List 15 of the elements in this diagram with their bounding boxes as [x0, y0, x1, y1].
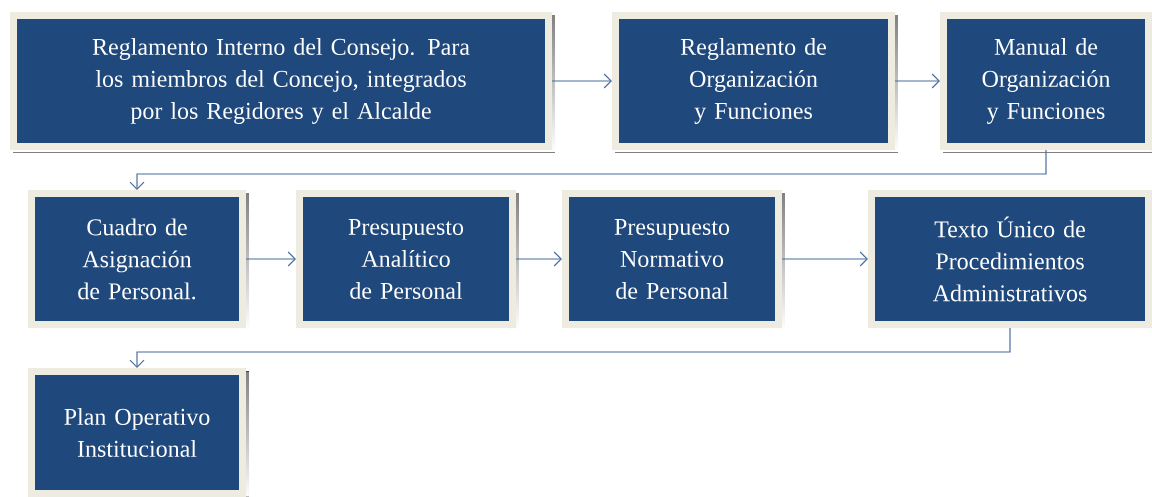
- process-box: Reglamento Interno del Consejo. Para los miembros del Concejo, integrados por los Regidores y el Alcalde: [10, 12, 555, 153]
- process-box: Reglamento de Organización y Funciones: [612, 12, 898, 153]
- arrow: [129, 327, 1011, 368]
- arrow: [781, 251, 868, 267]
- process-box: Manual de Organización y Funciones: [940, 12, 1152, 153]
- process-box: Presupuesto Analítico de Personal: [296, 190, 519, 331]
- arrow: [894, 73, 940, 89]
- arrow: [129, 149, 1047, 190]
- arrow: [551, 73, 612, 89]
- process-box: Presupuesto Normativo de Personal: [562, 190, 785, 331]
- process-box: Plan Operativo Institucional: [28, 368, 249, 497]
- arrow: [245, 251, 296, 267]
- process-box: Cuadro de Asignación de Personal.: [28, 190, 249, 331]
- process-box: Texto Único de Procedimientos Administrativos: [868, 190, 1152, 331]
- arrow: [515, 251, 562, 267]
